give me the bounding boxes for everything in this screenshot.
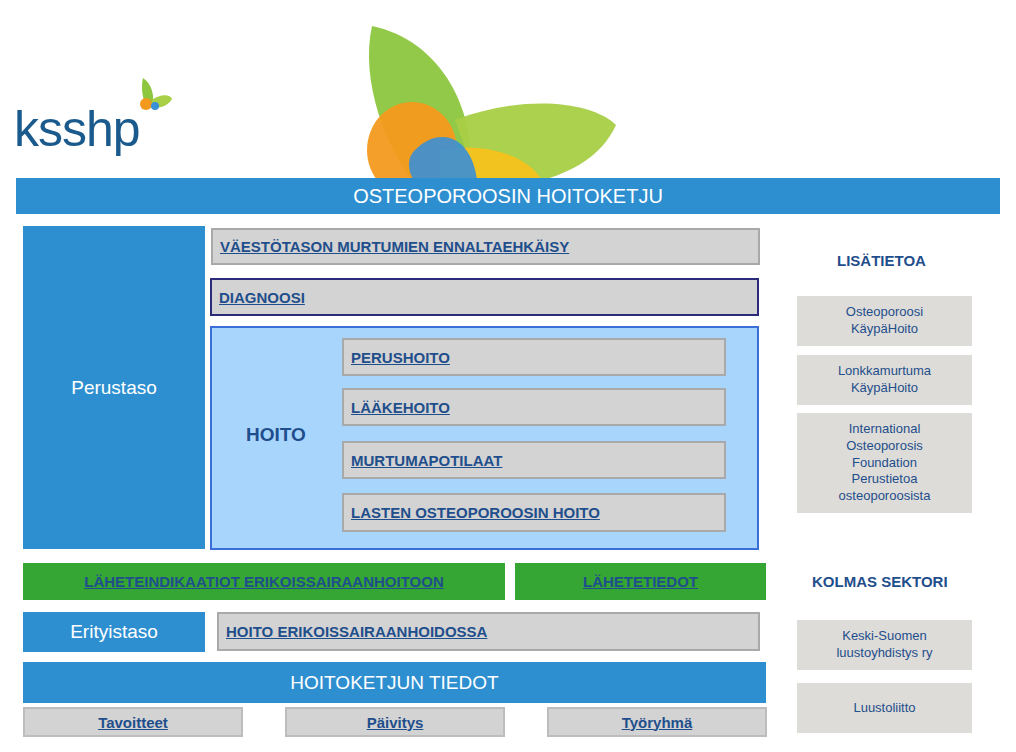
link-box: VÄESTÖTASON MURTUMIEN ENNALTAEHKÄISY: [211, 228, 760, 265]
level-column: Perustaso: [23, 226, 205, 549]
node-label: International Osteoporosis Foundation Pe…: [824, 421, 945, 505]
info-box: Keski-Suomen luustoyhdistys ry: [797, 620, 972, 670]
node-label: Perustaso: [71, 377, 157, 399]
link-box: LASTEN OSTEOPOROOSIN HOITO: [342, 493, 726, 532]
info-band: HOITOKETJUN TIEDOT: [23, 662, 766, 703]
section-heading: LISÄTIETOA: [837, 252, 926, 269]
referral-box: LÄHETEINDIKAATIOT ERIKOISSAIRAANHOITOON: [23, 563, 505, 600]
info-box: Luustoliitto: [797, 683, 972, 733]
link-box: LÄÄKEHOITO: [342, 388, 726, 426]
level-column: Erityistaso: [23, 612, 205, 652]
section-heading: KOLMAS SEKTORI: [812, 573, 948, 590]
node-label: Luustoliitto: [853, 700, 915, 717]
info-box: Lonkkamurtuma KäypäHoito: [797, 355, 972, 405]
node-label: DIAGNOOSI: [219, 289, 305, 306]
node-label: PERUSHOITO: [351, 349, 450, 366]
node-label: LÄHETETIEDOT: [583, 573, 698, 590]
logo-butterfly: [140, 78, 172, 110]
footer-link: Päivitys: [285, 707, 505, 737]
node-label: Työryhmä: [622, 714, 693, 731]
node-label: Lonkkamurtuma KäypäHoito: [824, 363, 945, 397]
node-label: Osteoporoosi KäypäHoito: [824, 304, 945, 338]
info-box: Osteoporoosi KäypäHoito: [797, 296, 972, 346]
node-label: VÄESTÖTASON MURTUMIEN ENNALTAEHKÄISY: [220, 238, 569, 255]
node-label: MURTUMAPOTILAAT: [351, 452, 502, 469]
group-panel: HOITO PERUSHOITO LÄÄKEHOITO MURTUMAPOTILAAT…: [210, 326, 759, 550]
node-label: Päivitys: [367, 714, 424, 731]
info-box: International Osteoporosis Foundation Pe…: [797, 413, 972, 513]
node-label: Erityistaso: [70, 621, 158, 643]
node-label: HOITO: [246, 424, 306, 446]
node-label: HOITO ERIKOISSAIRAANHOIDOSSA: [226, 623, 487, 640]
link-box: HOITO ERIKOISSAIRAANHOIDOSSA: [217, 612, 760, 651]
node-label: Tavoitteet: [98, 714, 168, 731]
referral-box: LÄHETETIEDOT: [515, 563, 766, 600]
link-box: MURTUMAPOTILAAT: [342, 441, 726, 479]
node-label: LASTEN OSTEOPOROOSIN HOITO: [351, 504, 600, 521]
footer-link: Tavoitteet: [23, 707, 243, 737]
butterfly-large: [367, 26, 616, 198]
title-band: OSTEOPOROOSIN HOITOKETJU: [16, 178, 1000, 214]
title-text: OSTEOPOROOSIN HOITOKETJU: [353, 185, 663, 208]
node-label: Keski-Suomen luustoyhdistys ry: [824, 628, 945, 662]
logo-text: ksshp: [14, 100, 140, 158]
node-label: HOITOKETJUN TIEDOT: [290, 672, 498, 694]
node-label: LÄÄKEHOITO: [351, 399, 450, 416]
footer-link: Työryhmä: [547, 707, 767, 737]
link-box: DIAGNOOSI: [210, 278, 759, 316]
link-box: PERUSHOITO: [342, 338, 726, 376]
node-label: LÄHETEINDIKAATIOT ERIKOISSAIRAANHOITOON: [84, 573, 443, 590]
